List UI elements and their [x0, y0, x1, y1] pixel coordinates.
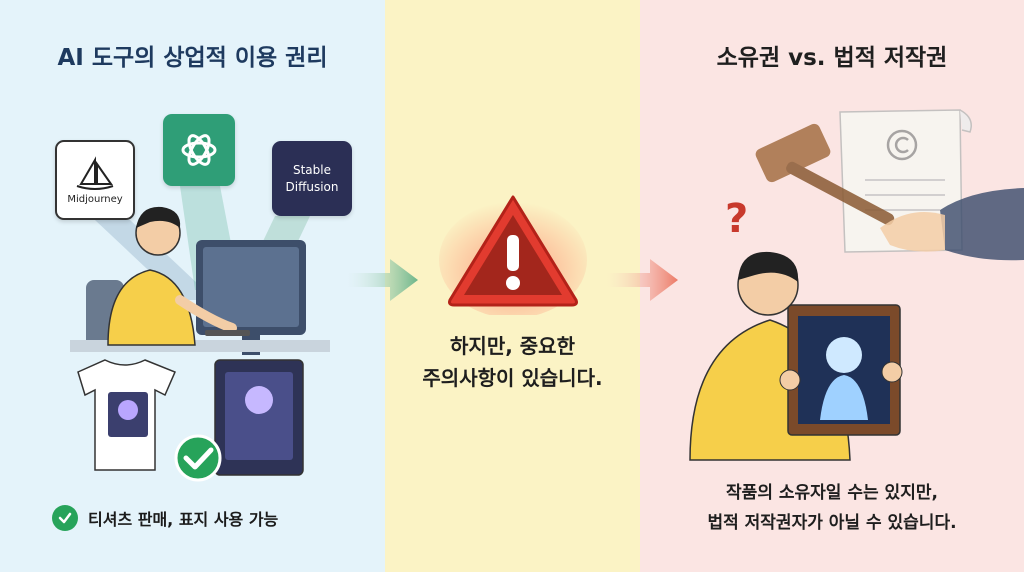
middle-text-line2: 주의사항이 있습니다. — [422, 366, 603, 390]
middle-text: 하지만, 중요한 주의사항이 있습니다. — [385, 330, 640, 394]
midjourney-label: Midjourney — [67, 193, 123, 205]
left-illustration — [70, 186, 330, 482]
stable-diffusion-label-2: Diffusion — [285, 179, 339, 194]
right-panel — [640, 0, 1024, 572]
left-caption-text: 티셔츠 판매, 표지 사용 가능 — [88, 510, 279, 529]
arrow-right-icon — [607, 259, 678, 301]
right-text-line2: 법적 저작권자가 아닐 수 있습니다. — [707, 513, 957, 533]
right-text-line1: 작품의 소유자일 수는 있지만, — [726, 483, 938, 503]
openai-logo — [163, 114, 235, 186]
warning-icon — [439, 195, 587, 315]
arrow-right-icon — [347, 259, 418, 301]
stable-diffusion-label-1: Stable — [292, 162, 331, 177]
copyright-icon — [886, 129, 918, 161]
right-illustration: ? — [689, 109, 1024, 461]
left-caption: 티셔츠 판매, 표지 사용 가능 — [52, 505, 278, 531]
stable-diffusion-logo: Stable Diffusion — [272, 141, 352, 216]
midjourney-logo-icon — [76, 155, 114, 190]
middle-text-line1: 하지만, 중요한 — [450, 334, 575, 358]
right-text: 작품의 소유자일 수는 있지만, 법적 저작권자가 아닐 수 있습니다. — [640, 478, 1024, 538]
gavel-icon — [755, 123, 895, 226]
midjourney-logo: Midjourney — [55, 140, 135, 220]
openai-logo-icon — [181, 134, 217, 166]
left-title: AI 도구의 상업적 이용 권리 — [57, 45, 328, 71]
check-icon — [52, 505, 78, 531]
right-title: 소유권 vs. 법적 저작권 — [716, 45, 948, 71]
question-mark-icon: ? — [725, 196, 748, 242]
